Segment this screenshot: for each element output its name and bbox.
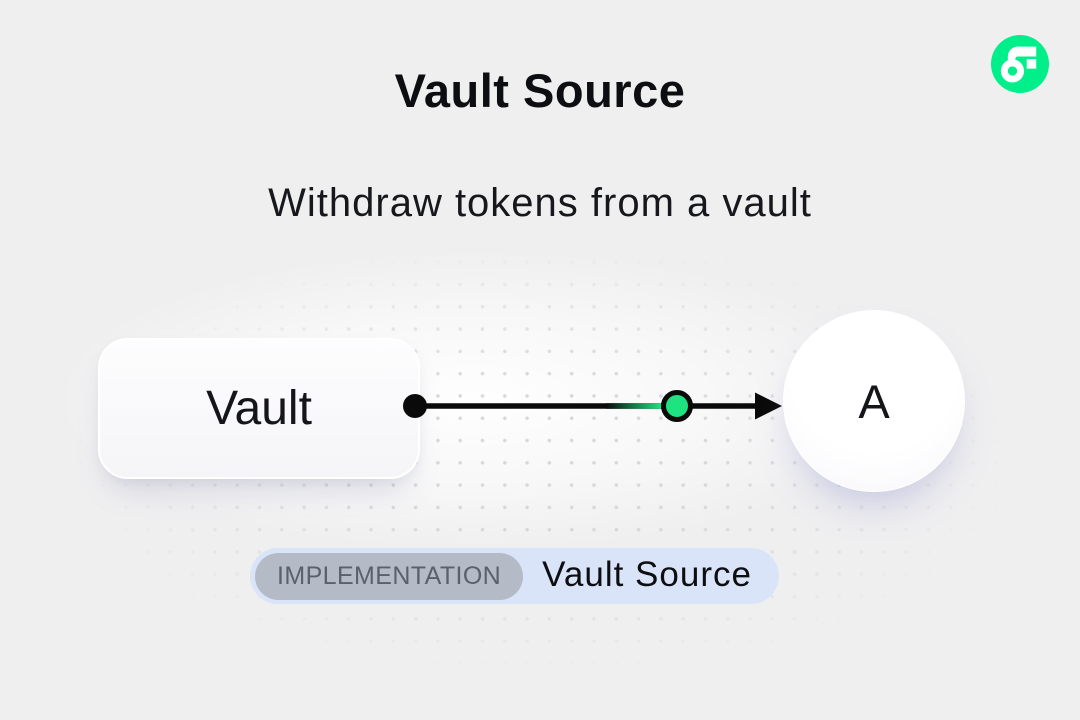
connector-arrowhead-icon xyxy=(755,392,782,420)
badge-label: Vault Source xyxy=(542,555,752,594)
flow-logo-svg xyxy=(991,35,1049,93)
flow-logo-icon xyxy=(991,35,1049,93)
connector-mid-green-dot xyxy=(661,390,693,422)
vault-node-label: Vault xyxy=(206,382,312,435)
page-title: Vault Source xyxy=(394,64,686,117)
target-node-label: A xyxy=(858,374,890,428)
page-subtitle: Withdraw tokens from a vault xyxy=(268,181,812,225)
target-node: A xyxy=(783,310,965,492)
implementation-tag: IMPLEMENTATION xyxy=(255,552,524,600)
implementation-badge: IMPLEMENTATION Vault Source xyxy=(250,548,779,604)
vault-node: Vault xyxy=(98,338,420,479)
